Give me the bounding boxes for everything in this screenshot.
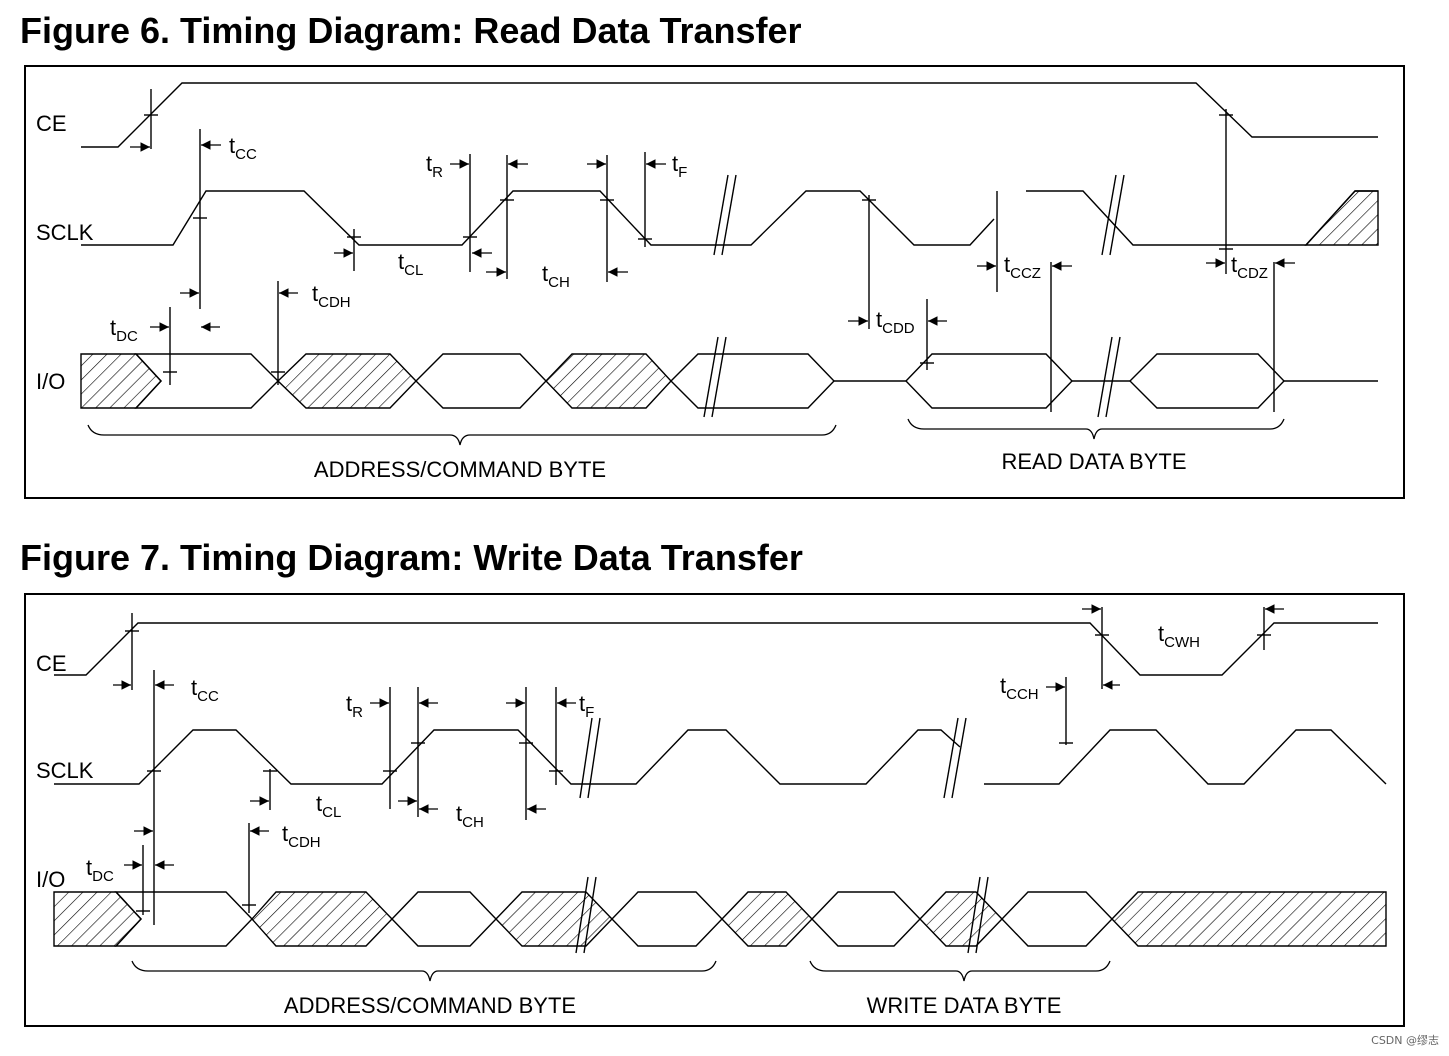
- read-timing-svg: CE SCLK I/O: [36, 82, 1379, 482]
- param-tcc: tCC: [229, 133, 257, 163]
- read-timing-diagram: CE SCLK I/O: [24, 65, 1405, 499]
- param-tdc: tDC: [86, 855, 114, 885]
- param-tcl: tCL: [316, 791, 341, 821]
- brace-label-write: WRITE DATA BYTE: [867, 993, 1062, 1018]
- sclk-label: SCLK: [36, 220, 94, 245]
- param-tcwh: tCWH: [1158, 621, 1200, 651]
- param-tch: tCH: [542, 261, 570, 291]
- param-tcch: tCCH: [1000, 673, 1039, 703]
- brace-read: [907, 418, 1285, 440]
- param-tf: tF: [672, 151, 687, 181]
- brace-address: [87, 424, 837, 446]
- param-tcdz: tCDZ: [1231, 252, 1268, 282]
- param-tdc: tDC: [110, 315, 138, 345]
- brace-label-read: READ DATA BYTE: [1001, 449, 1186, 474]
- io-label: I/O: [36, 867, 65, 892]
- sclk-waveform: [81, 190, 995, 246]
- figure-6-title: Figure 6. Timing Diagram: Read Data Tran…: [20, 10, 802, 51]
- ce-label: CE: [36, 111, 67, 136]
- param-tr: tR: [426, 151, 443, 181]
- ce-waveform: [81, 82, 1378, 148]
- brace-label-address: ADDRESS/COMMAND BYTE: [314, 457, 606, 482]
- param-tcdd: tCDD: [876, 307, 915, 337]
- param-tcdh: tCDH: [282, 821, 321, 851]
- brace-write: [809, 960, 1111, 982]
- brace-label-address: ADDRESS/COMMAND BYTE: [284, 993, 576, 1018]
- io-label: I/O: [36, 369, 65, 394]
- param-tccz: tCCZ: [1004, 252, 1041, 282]
- param-tcl: tCL: [398, 249, 423, 279]
- param-tcc: tCC: [191, 675, 219, 705]
- param-tcdh: tCDH: [312, 281, 351, 311]
- watermark: CSDN @缪志: [1371, 1034, 1439, 1047]
- sclk-waveform: [54, 729, 961, 785]
- param-tch: tCH: [456, 801, 484, 831]
- write-timing-diagram: CE SCLK I/O: [24, 593, 1405, 1027]
- figure-7-title: Figure 7. Timing Diagram: Write Data Tra…: [20, 537, 803, 578]
- brace-address: [131, 960, 717, 982]
- sclk-label: SCLK: [36, 758, 94, 783]
- ce-waveform: [54, 622, 1378, 676]
- param-tr: tR: [346, 691, 363, 721]
- param-tf: tF: [579, 691, 594, 721]
- ce-label: CE: [36, 651, 67, 676]
- write-timing-svg: CE SCLK I/O: [36, 604, 1387, 1018]
